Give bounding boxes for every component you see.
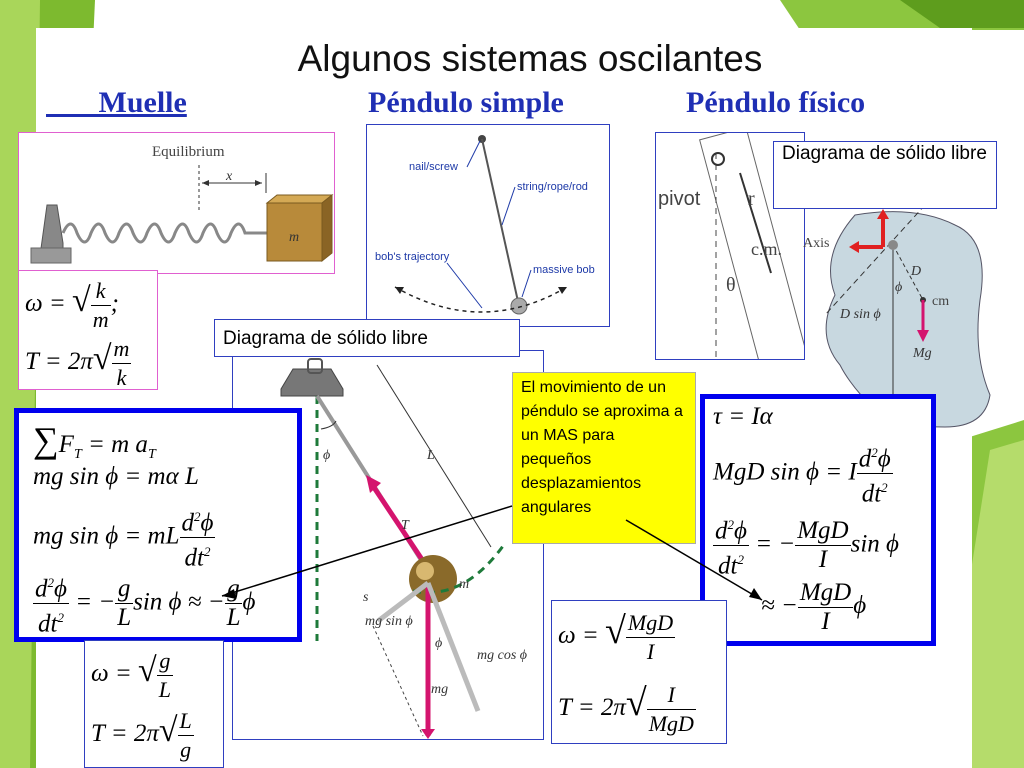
sum-forces-eq: ∑FT = m aT (33, 420, 156, 462)
trajectory-label: bob's trajectory (375, 251, 450, 263)
rigid-body-figure: Axis D ϕ cm D sin ϕ Mg (795, 204, 995, 430)
phi-label: ϕ (895, 280, 902, 295)
green-stripe-top-right-dark (900, 0, 1024, 28)
cm-label: c.m. (751, 239, 782, 259)
theta-label: θ (726, 274, 736, 296)
slide-title: Algunos sistemas oscilantes (297, 38, 763, 79)
spring-figure: Equilibrium x m (18, 132, 335, 274)
equilibrium-label: Equilibrium (152, 144, 225, 160)
pendulum-string (481, 138, 520, 307)
mass-block (266, 202, 323, 262)
T-label: T (401, 518, 410, 533)
nail-label: nail/screw (409, 161, 458, 173)
string-label: string/rope/rod (517, 181, 588, 193)
simple-pendulum-equations: ∑FT = m aT mg sin ϕ = mα L mg sin ϕ = mL… (14, 408, 302, 642)
rigid-body-diagram: Axis D ϕ cm D sin ϕ Mg (803, 204, 991, 428)
phi-label: ϕ (323, 448, 330, 463)
heading-pendulo-simple: Péndulo simple (368, 86, 564, 119)
simple-pendulum-figure: nail/screw string/rope/rod bob's traject… (366, 124, 610, 327)
simple-pendulum-diagram: nail/screw string/rope/rod bob's traject… (375, 135, 595, 315)
heading-pendulo-fisico: Péndulo físico (686, 86, 866, 119)
m-label: m (459, 577, 469, 592)
heading-muelle: Muelle (98, 86, 187, 119)
bob-label: massive bob (533, 264, 595, 276)
s-label: s (363, 590, 369, 605)
caption-dsl-simple: Diagrama de sólido libre (214, 319, 520, 357)
torque-eq: τ = Iα (713, 403, 773, 430)
r-label: r (748, 188, 755, 210)
mg-label: mg (431, 682, 448, 697)
pendulum-bob (510, 297, 528, 315)
x-label: x (225, 169, 233, 184)
caption-dsl-fisico: Diagrama de sólido libre (773, 141, 997, 209)
m-label: m (289, 230, 299, 245)
spring-diagram: Equilibrium x m (30, 144, 334, 264)
dsin-label: D sin ϕ (839, 307, 881, 322)
physical-pendulum-diagram: pivot r c.m. θ (658, 126, 809, 373)
mgcos-label: mg cos ϕ (477, 648, 527, 663)
mg-label: Mg (912, 346, 932, 361)
note-box: El movimiento de un péndulo se aproxima … (512, 372, 696, 544)
spring-coil (61, 222, 267, 244)
rigid-body-shape (825, 211, 991, 428)
mgsin-label: mg sin ϕ (365, 614, 413, 629)
phi2-label: ϕ (435, 636, 442, 651)
D-label: D (910, 264, 921, 279)
bob-trajectory (394, 286, 568, 313)
L-label: L (426, 448, 435, 463)
cm-label: cm (932, 294, 949, 309)
newton-eq: mg sin ϕ = mα L (33, 463, 199, 490)
pivot-label: pivot (658, 188, 701, 210)
axis-label: Axis (803, 236, 829, 251)
